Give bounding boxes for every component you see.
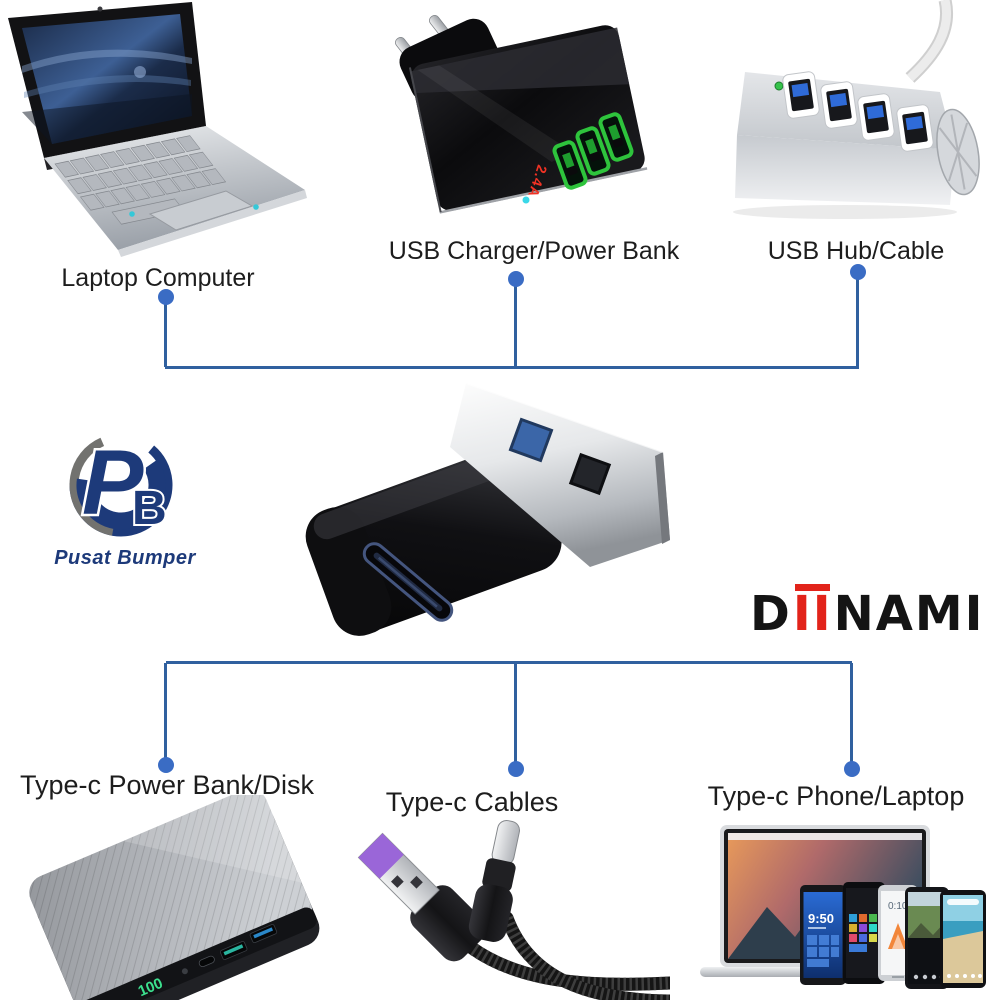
label-charger: USB Charger/Power Bank bbox=[388, 237, 680, 265]
power-bank-usb-port bbox=[249, 924, 278, 944]
bottom-bracket-horizontal bbox=[166, 661, 852, 664]
phone-windows bbox=[843, 882, 885, 984]
hub-usb-port bbox=[896, 104, 934, 152]
bottom-bracket-vertical-right bbox=[850, 663, 853, 768]
bottom-dot-phone bbox=[844, 761, 860, 777]
usb-c-adapter-photo bbox=[305, 382, 670, 636]
wordmark-d: D bbox=[750, 586, 792, 642]
laptop-touchpad bbox=[148, 190, 254, 231]
wordmark-ii-bar bbox=[795, 584, 831, 591]
laptop-photo bbox=[8, 2, 307, 257]
phone-nexus5x bbox=[940, 890, 986, 988]
logo-text: Pusat Bumper bbox=[54, 547, 196, 569]
usb-a-purple-tip bbox=[358, 833, 404, 879]
bottom-bracket-vertical-left bbox=[164, 663, 167, 763]
hub-usb-port bbox=[857, 93, 895, 141]
hub-led bbox=[774, 81, 784, 91]
laptop-led bbox=[129, 211, 135, 217]
power-bank-body: 100 bbox=[29, 795, 320, 1000]
top-dot-charger bbox=[508, 271, 524, 287]
top-bracket-vertical-left bbox=[164, 297, 167, 367]
wordmark-ii: II bbox=[792, 584, 833, 642]
screen-shadow bbox=[22, 94, 192, 144]
label-cables: Type-c Cables bbox=[385, 787, 559, 817]
hub-usb-port bbox=[782, 71, 820, 119]
power-bank-sheen bbox=[123, 795, 302, 883]
usb-hub-photo bbox=[733, 0, 980, 219]
hp-logo-glow bbox=[134, 66, 146, 78]
shell-end-edge bbox=[655, 452, 670, 544]
usb-port-green bbox=[598, 112, 634, 162]
bottom-dot-cables bbox=[508, 761, 524, 777]
adapter-usb-a-shell bbox=[450, 383, 670, 567]
logo-crescent bbox=[76, 440, 166, 530]
top-bracket-vertical-right bbox=[856, 274, 859, 367]
hub-end-cap bbox=[936, 108, 980, 196]
charger-indicator-led bbox=[522, 196, 530, 204]
usb-a-connector bbox=[357, 832, 487, 962]
phone-nexus6p bbox=[905, 887, 949, 989]
hub-front-face bbox=[735, 135, 955, 205]
logo-letter-p: P bbox=[82, 432, 144, 534]
usb-c-slot bbox=[362, 542, 454, 622]
hub-cable bbox=[906, 0, 951, 82]
label-hub: USB Hub/Cable bbox=[767, 237, 945, 265]
label-phone-laptop: Type-c Phone/Laptop bbox=[707, 781, 965, 811]
top-dot-laptop bbox=[158, 289, 174, 305]
label-laptop: Laptop Computer bbox=[61, 264, 255, 292]
power-bank-usb-c-port bbox=[198, 955, 215, 968]
webcam-icon bbox=[97, 6, 103, 12]
top-dot-hub bbox=[850, 264, 866, 280]
shell-highlight bbox=[465, 382, 664, 453]
pusat-bumper-logo: P B bbox=[69, 430, 173, 537]
top-bracket-horizontal bbox=[165, 366, 859, 369]
power-bank-button bbox=[181, 968, 188, 975]
bottom-dot-powerbank bbox=[158, 757, 174, 773]
usb-c-connector bbox=[468, 819, 520, 942]
phone-lumia: 9:50 bbox=[800, 885, 846, 985]
laptop-keyboard bbox=[54, 135, 226, 225]
hub-shadow bbox=[733, 205, 957, 219]
laptop-led bbox=[253, 204, 259, 210]
type-c-devices-photo: 9:50 0:10 bbox=[700, 825, 986, 989]
logo-ring-gray bbox=[69, 433, 173, 537]
type-c-cables-photo bbox=[357, 819, 670, 1000]
top-bracket-vertical-center bbox=[514, 280, 517, 367]
macbook-menubar bbox=[728, 833, 922, 840]
label-powerbank: Type-c Power Bank/Disk bbox=[19, 770, 315, 800]
usb-port-green bbox=[552, 140, 588, 190]
shell-contact-blue bbox=[508, 417, 554, 463]
adapter-black-body bbox=[305, 446, 562, 636]
hub-usb-port bbox=[820, 81, 858, 129]
power-bank-photo: 100 bbox=[29, 795, 320, 1000]
shell-contact-dark bbox=[568, 452, 612, 496]
lumia-clock: 9:50 bbox=[808, 911, 834, 926]
screen-streak bbox=[24, 75, 191, 98]
usb-port-green bbox=[575, 126, 611, 176]
logo-letter-b: B bbox=[132, 482, 167, 535]
power-bank-usb-port bbox=[219, 941, 248, 960]
screen-streak bbox=[22, 49, 192, 73]
laptop-front-edge bbox=[118, 190, 307, 257]
diinami-wordmark: D II NAMI bbox=[750, 584, 985, 642]
bottom-bracket-vertical-center bbox=[514, 663, 517, 768]
usb-charger-photo: 2.4A bbox=[395, 14, 648, 214]
usb-c-cable-braid bbox=[500, 915, 670, 1000]
htc-clock: 0:10 bbox=[888, 901, 908, 912]
wordmark-nami: NAMI bbox=[833, 586, 985, 642]
